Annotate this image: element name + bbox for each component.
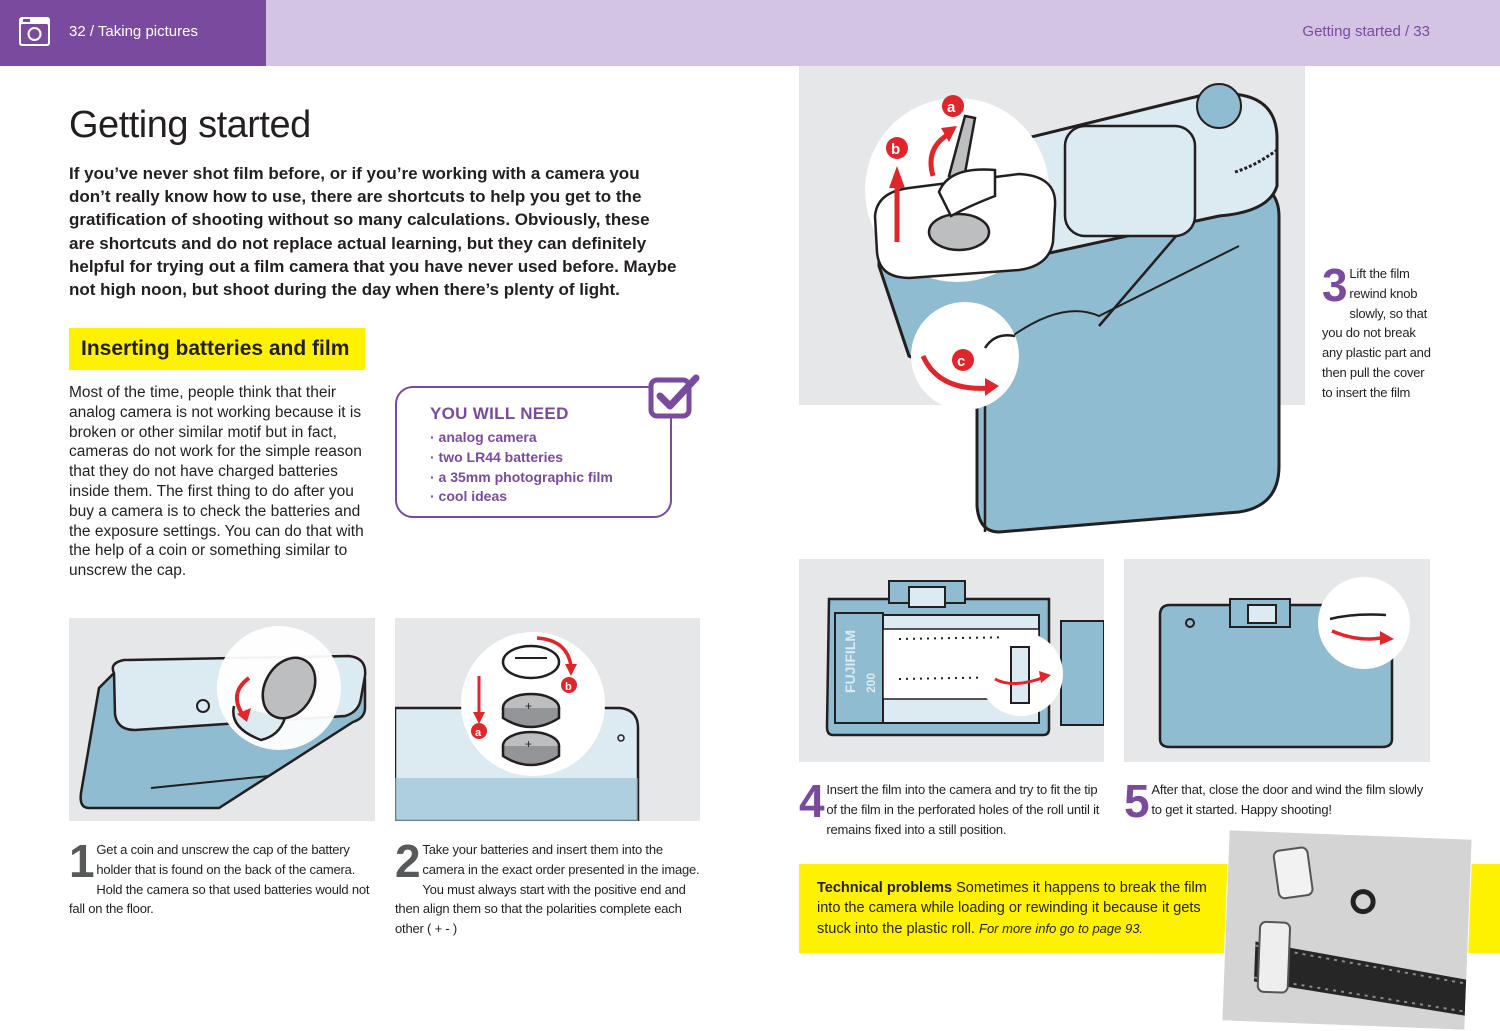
step-text: After that, close the door and wind the … (1151, 782, 1423, 817)
more-info-reference: For more info go to page 93. (979, 920, 1144, 936)
step-number: 4 (799, 775, 825, 827)
film-photo (1222, 830, 1472, 1030)
technical-problems-text: Technical problems Sometimes it happens … (817, 879, 1217, 939)
you-will-need-list: · analog camera · two LR44 batteries · a… (430, 428, 613, 507)
label-c: c (957, 353, 965, 370)
camera-icon (19, 17, 50, 46)
step-number: 2 (395, 835, 421, 887)
section-heading: Inserting batteries and film (81, 337, 350, 360)
label-a: a (475, 727, 482, 739)
page-title: Getting started (69, 104, 311, 146)
step-3-illustration: a b c (865, 83, 1281, 534)
list-item: · cool ideas (430, 488, 508, 505)
technical-problems-label: Technical problems (817, 880, 953, 896)
step-5-illustration (1124, 559, 1430, 762)
step-text: Take your batteries and insert them into… (395, 842, 700, 937)
technical-problems-body: Sometimes it happens to break the film i… (817, 880, 1207, 937)
header-left-label: 32 / Taking pictures (69, 23, 198, 40)
label-b: b (565, 681, 572, 693)
film-brand: FUJIFILM (842, 630, 858, 693)
step-2-illustration: + + a b (395, 618, 700, 821)
svg-text:+: + (525, 737, 532, 751)
step-number: 5 (1124, 775, 1150, 827)
checkbox-icon (648, 374, 700, 419)
step-text: Insert the film into the camera and try … (826, 782, 1100, 837)
step-text: Get a coin and unscrew the cap of the ba… (69, 842, 370, 917)
you-will-need-title: YOU WILL NEED (430, 404, 569, 423)
step-number: 1 (69, 835, 95, 887)
list-item: · a 35mm photographic film (430, 468, 613, 485)
list-item: · two LR44 batteries (430, 448, 564, 465)
body-paragraph: Most of the time, people think that thei… (69, 384, 364, 580)
step-1-illustration (69, 618, 375, 821)
intro-paragraph: If you’ve never shot film before, or if … (69, 164, 677, 300)
section-heading-box: Inserting batteries and film (69, 328, 365, 370)
step-text: Lift the film rewind knob slowly, so tha… (1322, 266, 1431, 400)
you-will-need-box: YOU WILL NEED · analog camera · two LR44… (395, 386, 672, 518)
header-right-label: Getting started / 33 (1302, 23, 1430, 40)
film-iso: 200 (864, 673, 878, 693)
svg-text:+: + (525, 699, 532, 713)
step-number: 3 (1322, 259, 1348, 311)
step-4-illustration: FUJIFILM 200 (799, 559, 1104, 762)
label-b: b (891, 141, 900, 158)
header-right-band (266, 0, 1500, 66)
list-item: · analog camera (430, 429, 537, 445)
label-a: a (947, 99, 956, 116)
